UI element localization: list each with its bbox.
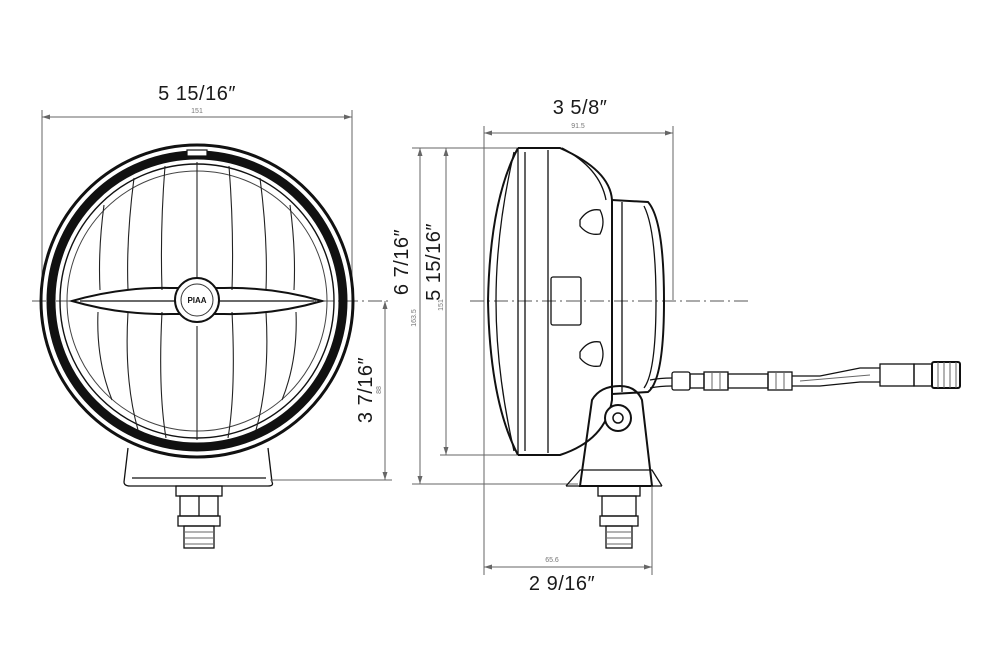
side-pivot-bolt bbox=[604, 404, 632, 432]
arrow-head bbox=[344, 114, 352, 120]
side-wiring-harness bbox=[649, 361, 961, 391]
front-emblem-logo: PIAA bbox=[187, 296, 206, 305]
side-view: 3 5/8″ 91.5 6 7/16″ 163.5 5 15/16″ 151 bbox=[391, 97, 961, 595]
front-top-notch bbox=[186, 149, 208, 157]
side-nut-upper bbox=[597, 485, 641, 497]
side-depth-inch-label: 3 5/8″ bbox=[553, 97, 608, 119]
side-bracket-inch-label: 2 9/16″ bbox=[529, 573, 595, 595]
side-nut bbox=[601, 495, 637, 517]
side-vent-lower bbox=[579, 341, 604, 367]
side-label-plate bbox=[550, 276, 582, 326]
front-width-mm-label: 151 bbox=[191, 108, 203, 115]
front-washer bbox=[177, 515, 221, 527]
front-view: 5 15/16″ 151 bbox=[32, 83, 392, 549]
side-lens-height-inch-label: 5 15/16″ bbox=[423, 223, 445, 301]
harness-plug-head bbox=[931, 361, 961, 389]
side-lens-dome bbox=[486, 147, 519, 456]
front-outer-ring bbox=[39, 143, 355, 459]
side-mount-bracket bbox=[578, 384, 654, 487]
front-stud bbox=[183, 525, 215, 549]
side-bracket-mm-label: 65.6 bbox=[545, 557, 559, 564]
front-mount-base bbox=[123, 447, 274, 487]
harness-plug-sleeve bbox=[879, 363, 915, 387]
side-washer bbox=[599, 515, 639, 527]
side-rear-cap bbox=[611, 199, 666, 395]
side-lens-height-mm-label: 151 bbox=[438, 299, 445, 311]
side-total-height-inch-label: 6 7/16″ bbox=[391, 229, 413, 295]
side-stud bbox=[605, 525, 633, 549]
front-reflector-ribs bbox=[97, 162, 297, 440]
side-vent-upper bbox=[579, 209, 604, 235]
side-total-height-mm-label: 163.5 bbox=[411, 309, 418, 327]
front-lower-height-mm-label: 88 bbox=[376, 386, 383, 394]
front-lower-height-inch-label: 3 7/16″ bbox=[355, 357, 377, 423]
front-light-bar bbox=[68, 286, 326, 316]
arrow-head bbox=[42, 114, 50, 120]
front-nut-upper bbox=[175, 485, 223, 497]
harness-connector-a bbox=[703, 371, 729, 391]
side-housing-body bbox=[518, 147, 613, 456]
harness-boot bbox=[671, 371, 691, 391]
harness-connector-b bbox=[767, 371, 793, 391]
side-depth-mm-label: 91.5 bbox=[571, 123, 585, 130]
front-width-inch-label: 5 15/16″ bbox=[158, 83, 236, 105]
